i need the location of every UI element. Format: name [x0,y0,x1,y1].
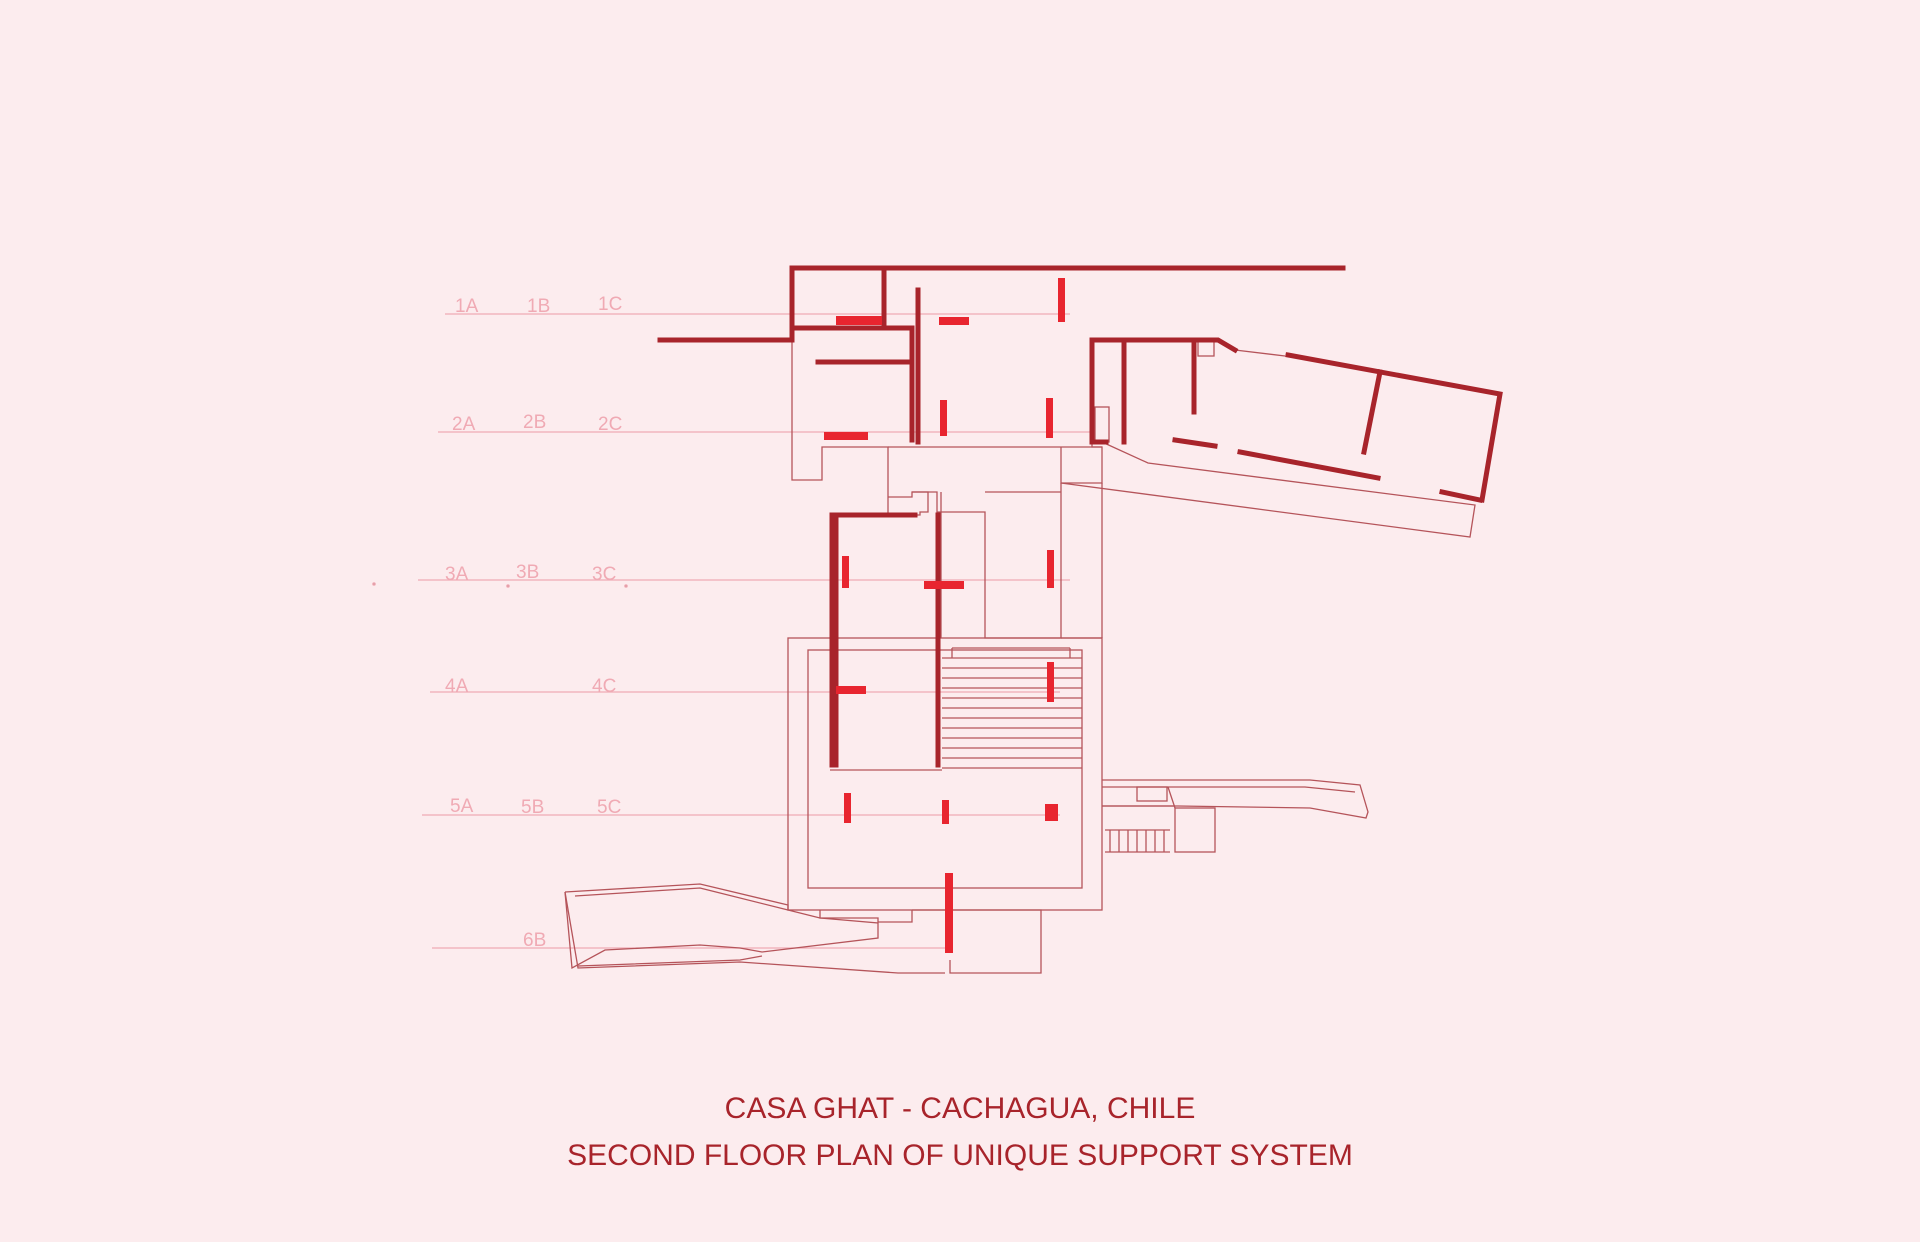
support-column [842,556,849,588]
support-column [844,793,851,823]
bottom-extension [819,910,913,923]
support-column [940,400,947,436]
grid-label-1c: 1C [598,294,622,315]
upper-left-outline [791,340,929,516]
support-column [1047,550,1054,588]
east-wing-wall [1237,449,1381,481]
structural-walls [657,265,1503,768]
right-terrace [1102,779,1369,819]
plan-subtitle: SECOND FLOOR PLAN OF UNIQUE SUPPORT SYST… [567,1139,1353,1172]
slab-outlines [564,339,1476,974]
support-column [939,317,969,325]
grid-label-2b: 2B [523,412,546,433]
support-column [824,432,868,440]
lower-left-wing-4 [577,955,763,967]
grid-dot [506,584,510,588]
grid-label-1a: 1A [455,296,479,317]
lower-left-wing-3 [574,887,789,911]
support-column [1046,398,1053,438]
support-column [836,686,866,694]
plan-title: CASA GHAT - CACHAGUA, CHILE [724,1092,1196,1125]
grid-label-5b: 5B [521,797,544,818]
grid-label-5a: 5A [450,796,474,817]
grid-dot [372,582,376,586]
support-columns [824,278,1065,953]
bottom-box [912,909,1042,974]
terrace-box [1136,786,1168,802]
grid-dot [624,584,628,588]
slab-edge [1234,349,1286,357]
lower-block-inner [807,649,1083,889]
east-wing-wall [1089,337,1239,445]
support-column [1045,804,1058,821]
terrace-railing [1105,829,1170,853]
top-wall [789,265,1346,343]
grid-label-6b: 6B [523,930,546,951]
grid-label-2a: 2A [452,414,476,435]
upper-mid-outline [888,446,1103,484]
upper-right-slab-outline [1060,441,1476,538]
grid-lines [372,313,1090,949]
grid-label-3c: 3C [592,564,616,585]
east-wing-wall [1285,352,1503,503]
support-column [1058,278,1065,322]
stair-treads [942,647,1082,769]
support-column [836,316,882,325]
small-box [1094,406,1110,443]
lower-left-wing [564,883,879,970]
central-room-wall [829,512,918,768]
central-corridor-outline [912,483,1062,639]
grid-label-3a: 3A [445,564,469,585]
grid-labels: 1A 1B 1C 2A 2B 2C 3A 3B 3C 4A 4C 5A 5B 5… [445,294,622,951]
east-wing-wall [1172,437,1218,449]
grid-label-4c: 4C [592,676,616,697]
support-column [1047,662,1054,702]
grid-label-3b: 3B [516,562,539,583]
lower-left-wing-2 [564,891,945,974]
grid-label-4a: 4A [445,676,469,697]
east-wing-wall [1439,489,1483,503]
grid-label-2c: 2C [598,414,622,435]
terrace-box-2 [1174,807,1216,853]
right-terrace-2 [1102,786,1356,793]
support-column [945,873,953,953]
grid-label-1b: 1B [527,296,550,317]
grid-label-5c: 5C [597,797,621,818]
terrace-line [1167,786,1176,809]
support-column [942,800,949,824]
east-wing-wall [1361,369,1383,455]
support-column [924,581,964,589]
